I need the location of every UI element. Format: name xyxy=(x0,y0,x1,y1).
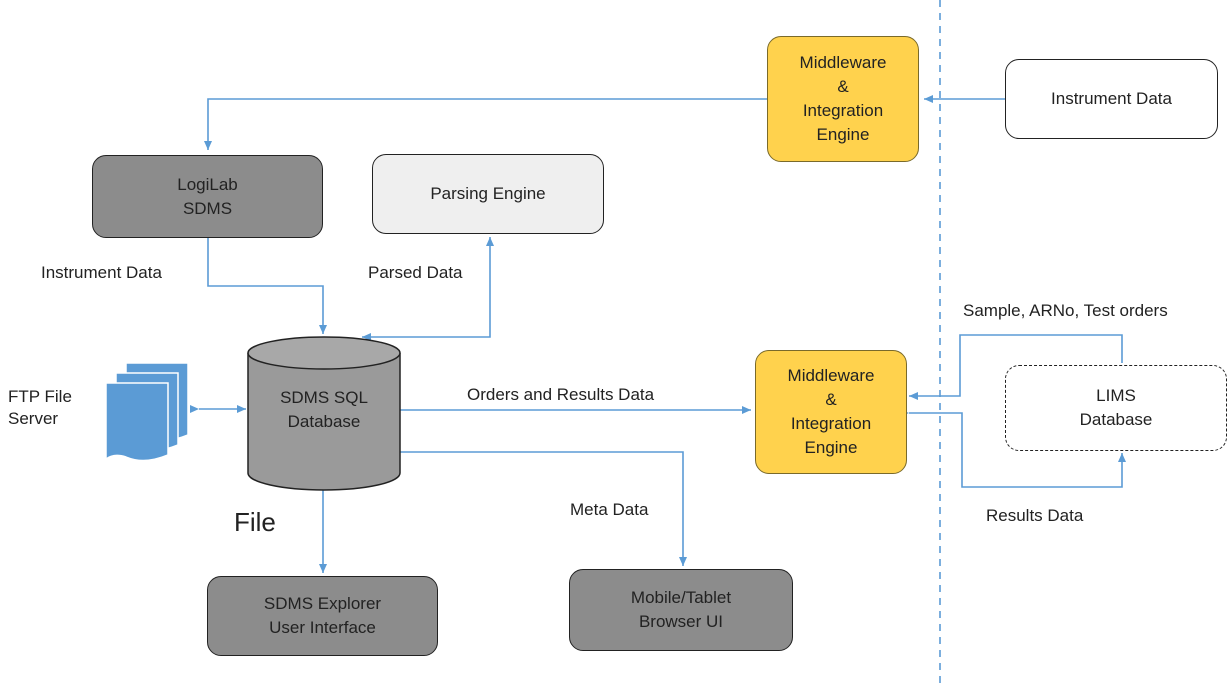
middleware-bottom-line-2: & xyxy=(825,390,837,409)
explorer-line-1: SDMS Explorer xyxy=(263,594,382,613)
database-line-1: SDMS SQL xyxy=(280,388,368,407)
lims-line-1: LIMS xyxy=(1096,386,1136,405)
ftp-line-1: FTP File xyxy=(8,387,72,406)
database-cylinder-icon xyxy=(247,336,401,491)
database-line-2: Database xyxy=(287,412,361,431)
ftp-file-server-label: FTP File Server xyxy=(8,386,72,430)
arrow-lims-orders xyxy=(909,334,1123,400)
arrow-results-lims xyxy=(900,409,1126,488)
instrument-data-node: Instrument Data xyxy=(1005,59,1218,139)
arrow-middleware-to-logilab xyxy=(204,98,767,150)
results-data-label: Results Data xyxy=(986,506,1084,525)
parsing-engine-label: Parsing Engine xyxy=(430,184,546,203)
mobile-tablet-node: Mobile/Tablet Browser UI xyxy=(569,569,793,651)
sdms-sql-database-node: SDMS SQL Database xyxy=(246,380,402,440)
orders-results-label: Orders and Results Data xyxy=(467,385,655,404)
lims-database-node: LIMS Database xyxy=(1005,365,1227,451)
logilab-line-1: LogiLab xyxy=(177,174,238,194)
middleware-top-line-1: Middleware xyxy=(799,53,887,72)
parsed-data-label: Parsed Data xyxy=(368,263,463,282)
meta-data-label: Meta Data xyxy=(570,500,649,519)
file-label: File xyxy=(234,507,276,537)
logilab-sdms-node: LogiLab SDMS xyxy=(92,155,323,238)
arrow-database-to-parsing xyxy=(362,300,491,341)
instrument-data-label: Instrument Data xyxy=(41,263,162,282)
middleware-top-line-2: & xyxy=(837,77,849,96)
middleware-top-line-4: Engine xyxy=(816,125,870,144)
arrow-logilab-to-database xyxy=(207,238,327,334)
mobile-line-2: Browser UI xyxy=(638,612,724,631)
middleware-top-line-3: Integration xyxy=(802,101,884,120)
middleware-bottom-line-1: Middleware xyxy=(787,366,875,385)
document-stack-icon xyxy=(105,363,189,462)
sdms-explorer-node: SDMS Explorer User Interface xyxy=(207,576,438,656)
explorer-line-2: User Interface xyxy=(269,618,376,637)
arrow-database-mobile xyxy=(391,448,687,566)
lims-line-2: Database xyxy=(1079,410,1153,429)
parsing-engine-node: Parsing Engine xyxy=(372,154,604,234)
sample-orders-label: Sample, ARNo, Test orders xyxy=(963,301,1168,320)
middleware-bottom-line-3: Integration xyxy=(790,414,872,433)
middleware-bottom-node: Middleware & Integration Engine xyxy=(755,350,907,474)
mobile-line-1: Mobile/Tablet xyxy=(630,588,732,607)
logilab-line-2: SDMS xyxy=(182,198,233,218)
ftp-line-2: Server xyxy=(8,409,59,428)
instrument-data-node-label: Instrument Data xyxy=(1051,89,1172,108)
middleware-top-node: Middleware & Integration Engine xyxy=(767,36,919,162)
middleware-bottom-line-4: Engine xyxy=(804,438,858,457)
